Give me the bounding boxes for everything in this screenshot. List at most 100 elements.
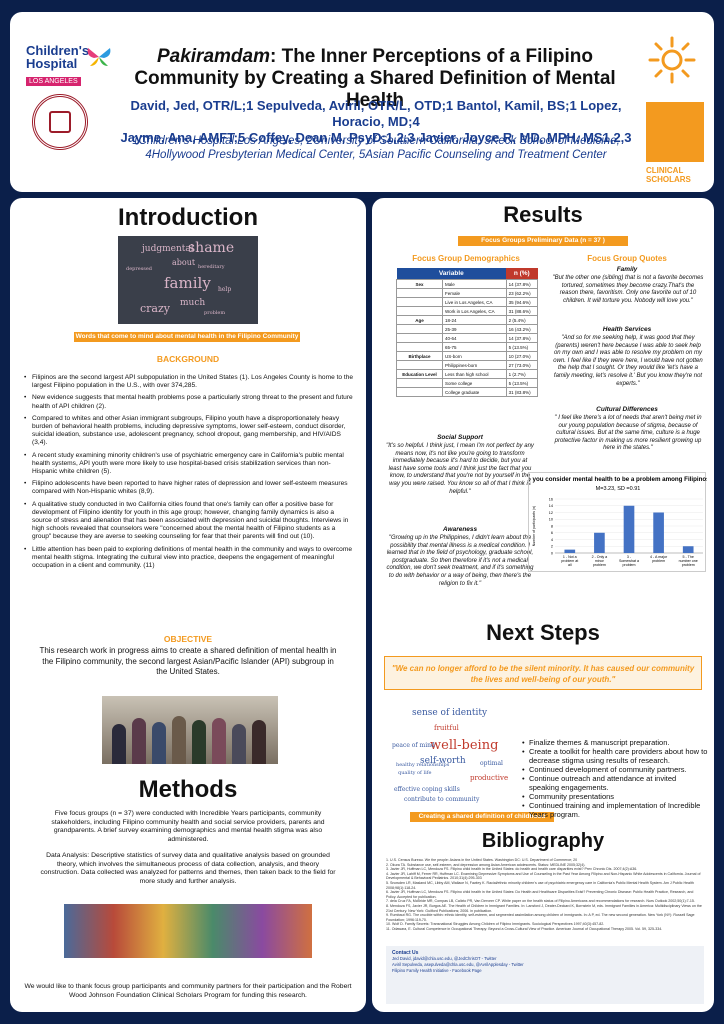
wordcloud-word: judgmental [142,244,194,254]
objective-heading: OBJECTIVE [163,634,213,644]
affiliations-line1: 1Children's Hospital Los Angeles, 2Unive… [132,135,620,147]
wordcloud-word: quality of life [398,770,432,776]
quote-heading: Health Services [602,326,652,333]
background-list: Filipinos are the second largest API sub… [24,374,354,574]
survey-chart: Do you consider mental health to be a pr… [523,472,714,572]
wordcloud-word: family [164,274,211,292]
reference: 9. Rumbaut RG. The crucible within: ethn… [386,913,695,922]
y-tick-label: 2 [551,545,553,549]
wordcloud-word: shame [188,240,235,256]
table-header: n (%) [506,268,538,280]
contact-box: Contact Us Jed David, jdavid@chla.usc.ed… [386,946,704,1004]
chart-bar [594,532,605,553]
usc-seal-icon [32,94,88,150]
wordcloud-word: peace of mind [392,742,435,749]
poster-header: Children's Hospital LOS ANGELES Pakiramd… [10,12,714,192]
quote-text: "And so for me seeking help, it was good… [553,335,703,387]
poster-title: Pakiramdam: The Inner Perceptions of a F… [120,46,630,112]
contact-line[interactable]: Aviril Sepulveda, asepulveda@chla.usc.ed… [392,962,524,967]
community-mural-photo [64,904,312,958]
clinical-scholars-logo [646,102,704,162]
bibliography-heading: Bibliography [481,830,605,852]
title-rest: : The Inner Perceptions of a Filipino [269,46,594,67]
quote-text: "But the other one (sibling) that is not… [552,275,704,304]
table-value-cell: 5 (13.5%) [505,342,539,352]
chla-logo: Children's Hospital LOS ANGELES [26,44,116,94]
clinical-scholars-text: CLINICAL SCHOLARS [646,166,706,184]
wordcloud-word: depressed [126,266,153,272]
y-tick-label: 14 [549,504,553,508]
quote-text: "Growing up in the Philippines, I didn't… [386,535,534,587]
wordcloud-word: well-being [430,738,499,753]
table-category-cell [396,378,443,388]
table-category-cell: Birthplace [396,351,443,361]
table-value-cell: 31 (88.6%) [505,306,539,316]
wordcloud-word: help [218,286,232,293]
list-item: Continue outreach and attendance at invi… [522,774,708,792]
table-label-cell: Work in Los Angeles, CA [441,306,507,316]
methods-paragraph: Data Analysis: Descriptive statistics of… [40,852,336,885]
right-column: Results Focus Groups Preliminary Data (n… [372,198,714,1012]
acknowledgement: We would like to thank focus group parti… [24,983,352,999]
wordcloud-word: crazy [140,302,170,315]
reference: 7. dela Cruz FA, McBride MR, Compas LB, … [386,899,695,904]
table-label-cell: US-born [441,351,507,361]
table-label-cell: Philippines-born [441,360,507,370]
table-category-cell [396,324,443,334]
contact-line[interactable]: Jed David, jdavid@chla.usc.edu, @JedChri… [392,956,497,961]
table-value-cell: 23 (62.2%) [505,288,539,298]
list-item: New evidence suggests that mental health… [24,394,354,410]
contact-line[interactable]: Filipino Family Health Initiative - Face… [392,968,482,973]
table-label-cell: Some college [441,378,507,388]
objective-text: This research work in progress aims to c… [39,646,337,676]
y-tick-label: 8 [551,524,553,528]
y-axis-label: Number of participants (n) [532,506,536,546]
wordcloud-word: self-worth [420,756,466,766]
wordcloud-word: healthy relationships [396,762,450,768]
table-category-cell: Sex [396,279,443,289]
wordcloud-word: sense of identity [412,708,488,718]
table-value-cell: 1 (2.7%) [505,369,539,379]
authors: David, Jed, OTR/L;1 Sepulveda, Aviril, O… [106,98,646,146]
table-category-cell [396,342,443,352]
table-label-cell: 65-75 [441,342,507,352]
contact-heading: Contact Us [392,950,419,956]
next-steps-list: Finalize themes & manuscript preparation… [522,738,708,819]
title-line2: Community by Creating a Shared Definitio… [134,68,616,111]
left-column: Introduction judgmental shame family abo… [10,198,366,1012]
introduction-heading: Introduction [118,204,258,231]
next-steps-banner: "We can no longer afford to be the silen… [384,656,702,690]
list-item: Create a toolkit for health care provide… [522,747,708,765]
y-tick-label: 0 [551,551,553,555]
demographics-heading: Focus Group Demographics [412,254,520,263]
list-item: Continued development of community partn… [522,765,708,774]
table-value-cell: 14 (37.8%) [505,279,539,289]
reference: 1. U.S. Census Bureau. We the people: As… [386,858,578,862]
table-label-cell: 25-39 [441,324,507,334]
bibliography-list: 1. U.S. Census Bureau. We the people: As… [386,858,704,932]
intro-wordcloud-caption: Words that come to mind about mental hea… [74,332,300,342]
table-value-cell: 5 (13.5%) [505,378,539,388]
wordcloud-word: optimal [480,760,503,767]
quote-heading: Cultural Differences [596,406,658,413]
chart-bar [623,505,635,553]
group-photo [102,696,278,764]
table-value-cell: 16 (43.2%) [505,324,539,334]
table-category-cell [396,306,443,316]
table-category-cell: Education Level [396,369,443,379]
y-tick-label: 4 [551,538,553,542]
table-category-cell: Age [396,315,443,325]
chla-logo-tag: LOS ANGELES [26,77,81,86]
chart-bar [653,512,664,553]
table-value-cell: 10 (27.0%) [505,351,539,361]
wordcloud-word: problem [204,310,226,316]
affiliations-line2: 4Hollywood Presbyterian Medical Center, … [145,149,607,161]
table-value-cell: 27 (73.0%) [505,360,539,370]
